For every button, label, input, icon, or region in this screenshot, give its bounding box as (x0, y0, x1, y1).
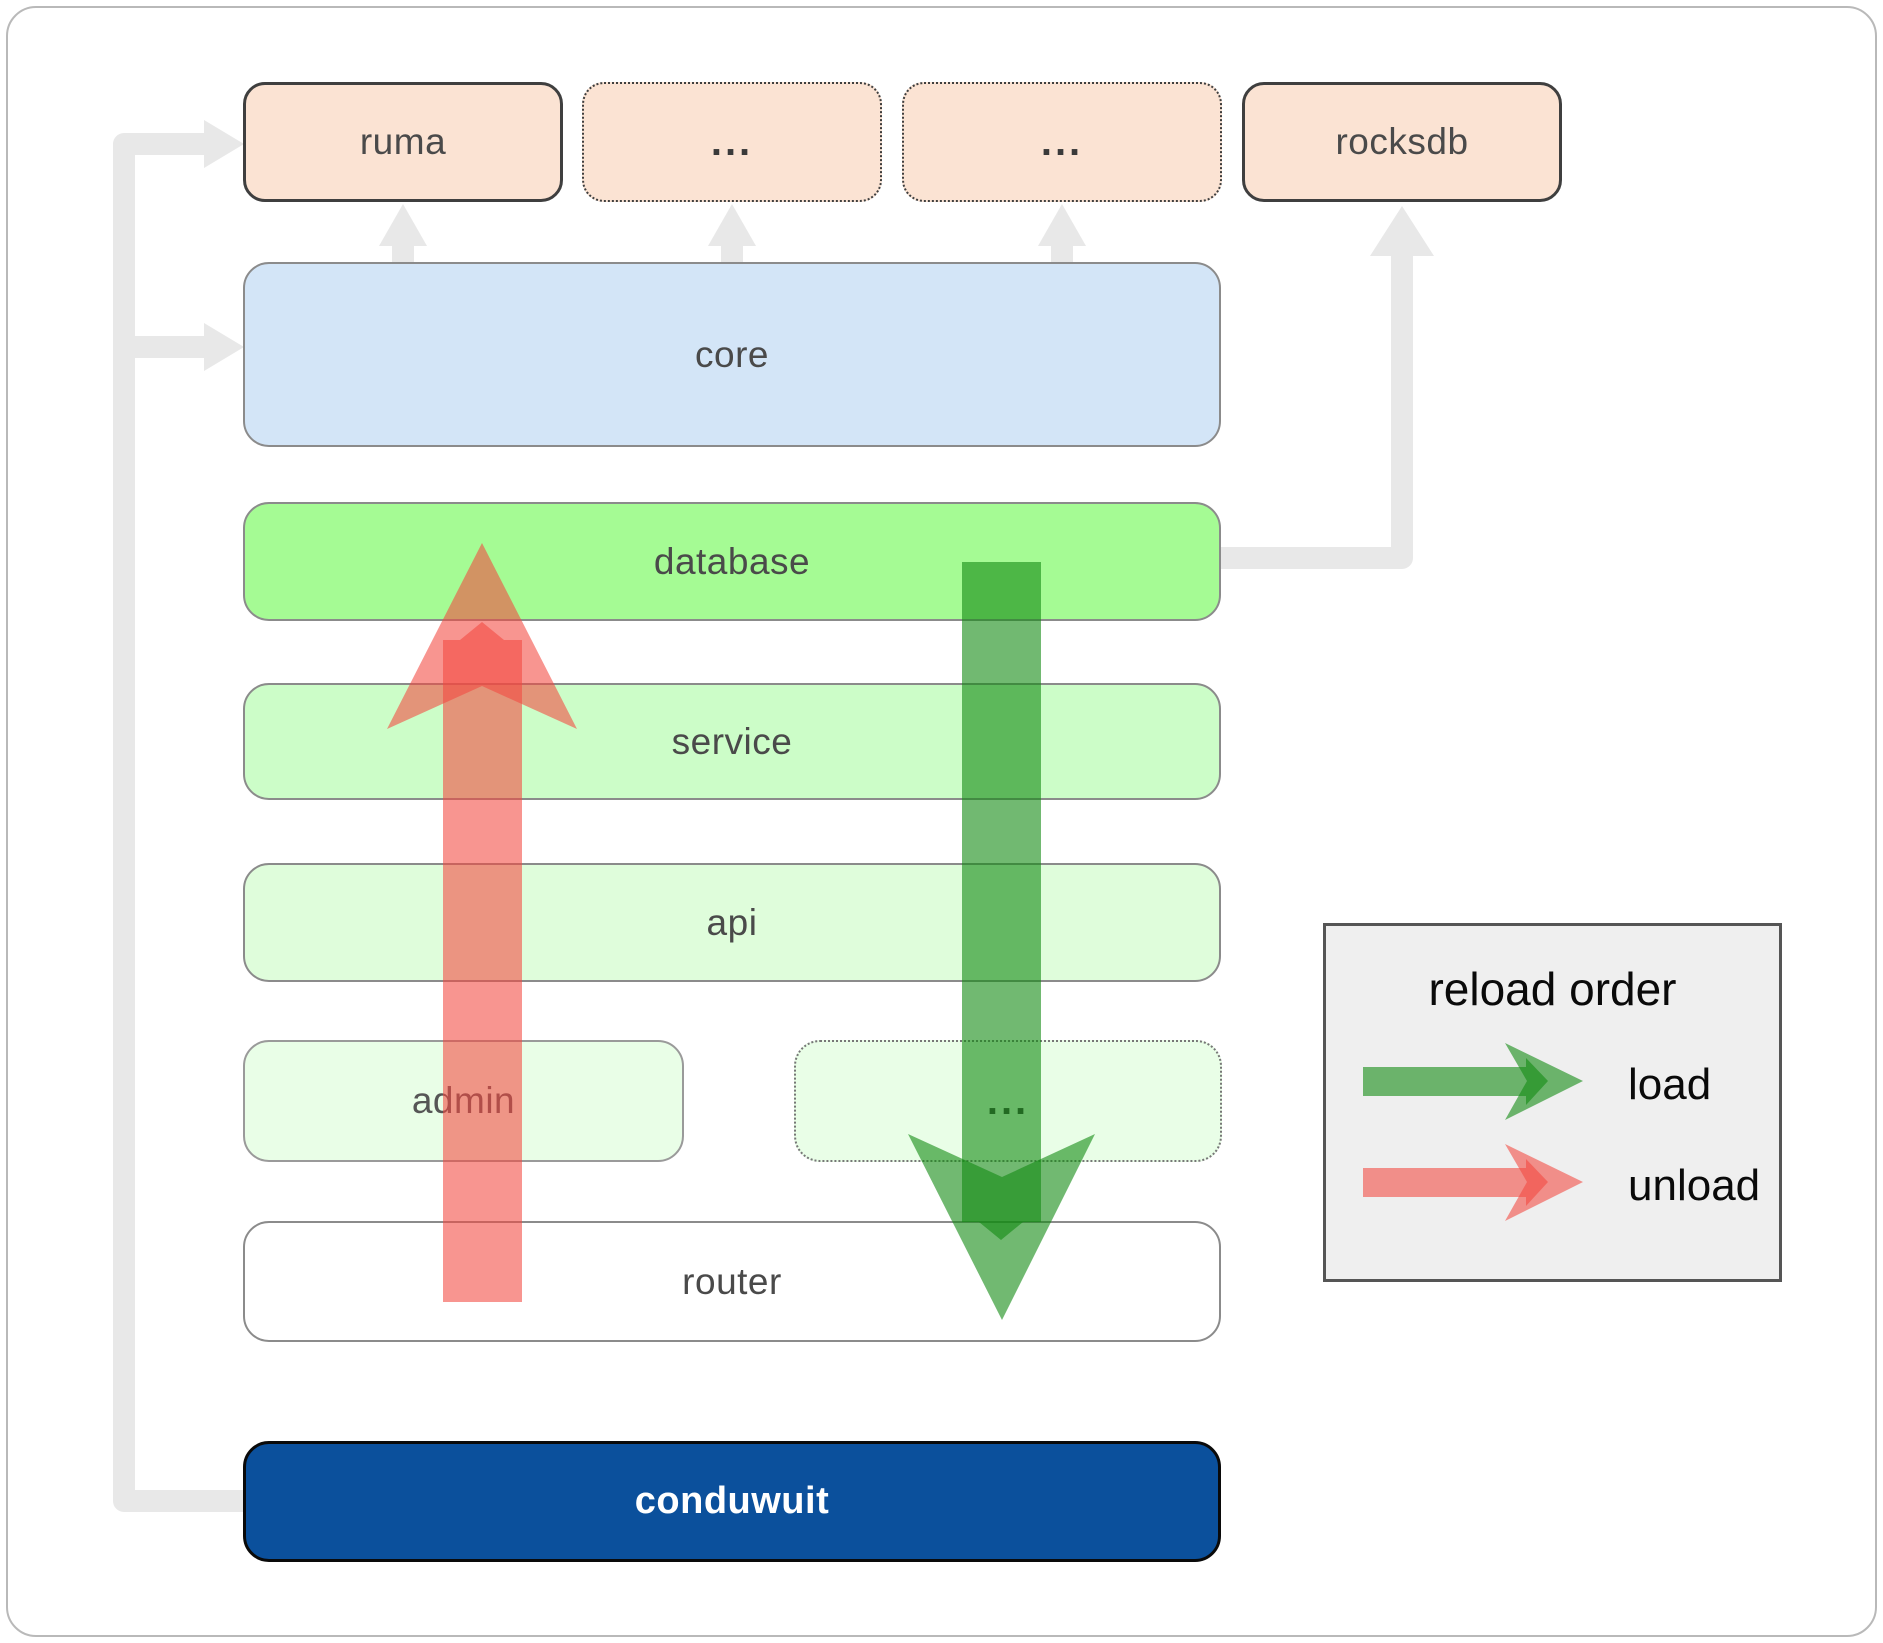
legend-title: reload order (1428, 963, 1677, 1015)
node-ellipsis-2: ... (902, 82, 1222, 202)
node-ellipsis-2-label: ... (1040, 119, 1084, 164)
node-conduwuit-label: conduwuit (634, 1480, 830, 1522)
node-router-label: router (682, 1260, 782, 1302)
node-core: core (243, 262, 1221, 447)
node-rocksdb-label: rocksdb (1335, 121, 1469, 162)
node-ruma-label: ruma (359, 121, 447, 162)
arrowhead-into-ruma-icon (204, 120, 244, 168)
node-ruma: ruma (243, 82, 563, 202)
diagram-frame (6, 6, 1877, 1637)
core-to-ruma-arrow-icon (379, 204, 427, 264)
arrowhead-into-core-icon (204, 323, 244, 371)
connector-database-to-rocksdb (1221, 254, 1413, 569)
node-conduwuit: conduwuit (243, 1441, 1221, 1562)
node-api-label: api (706, 901, 758, 943)
node-api: api (243, 863, 1221, 982)
legend-unload-label: unload (1628, 1161, 1761, 1210)
node-ellipsis-3: ... (794, 1040, 1222, 1162)
node-service-label: service (671, 720, 793, 762)
arrowhead-into-rocksdb-icon (1370, 206, 1434, 256)
node-ellipsis-1: ... (582, 82, 882, 202)
node-database: database (243, 502, 1221, 621)
node-router: router (243, 1221, 1221, 1342)
legend-box: reload order load unload (1323, 923, 1782, 1282)
node-rocksdb: rocksdb (1242, 82, 1562, 202)
core-to-ellipsis1-arrow-icon (708, 204, 756, 264)
node-admin: admin (243, 1040, 684, 1162)
node-ellipsis-1-label: ... (710, 119, 754, 164)
legend-load-label: load (1628, 1060, 1712, 1109)
node-ellipsis-3-label: ... (986, 1078, 1030, 1123)
node-database-label: database (653, 540, 811, 582)
node-service: service (243, 683, 1221, 800)
connector-conduwuit-to-ruma (113, 133, 243, 1512)
node-core-label: core (695, 333, 769, 375)
core-to-ellipsis2-arrow-icon (1038, 204, 1086, 264)
node-admin-label: admin (411, 1080, 516, 1121)
